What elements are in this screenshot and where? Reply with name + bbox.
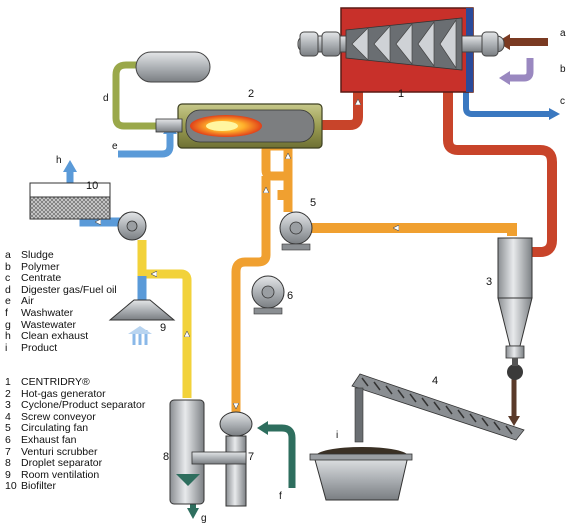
- hot-gas-generator: [155, 103, 323, 149]
- exhaust-duct: [137, 240, 192, 398]
- screw-conveyor: [351, 373, 525, 443]
- stream-g: g: [201, 513, 207, 524]
- label-10: 10: [86, 180, 98, 192]
- exhaust-fan: [251, 275, 285, 315]
- wastewater-arrowhead: [187, 508, 199, 519]
- label-3: 3: [486, 276, 492, 288]
- stream-b: b: [560, 64, 566, 75]
- centridry-unit: [297, 7, 505, 93]
- label-5: 5: [310, 197, 316, 209]
- product-container: [309, 447, 413, 501]
- stream-c: c: [560, 96, 565, 107]
- polymer-arrowhead: [499, 71, 510, 85]
- stream-i: i: [336, 430, 338, 441]
- stream-d: d: [103, 93, 109, 104]
- hot-gas-duct: [322, 92, 363, 130]
- stream-f: f: [279, 491, 282, 502]
- washwater-line: [266, 424, 296, 488]
- circulating-duct: [302, 223, 517, 236]
- centrate-arrowhead: [549, 108, 560, 120]
- stream-e: e: [112, 141, 118, 152]
- polymer-feed-line: [508, 58, 534, 82]
- biofilter: [29, 182, 111, 220]
- label-1: 1: [398, 88, 404, 100]
- label-2: 2: [248, 88, 254, 100]
- washwater-arrowhead: [257, 421, 268, 435]
- fuel-gas-line: [112, 61, 160, 130]
- droplet-separator: [169, 399, 205, 505]
- ventilation-fan: [117, 211, 147, 241]
- venturi-scrubber: [191, 411, 253, 507]
- product-drop-arrowhead: [508, 416, 520, 426]
- label-6: 6: [287, 290, 293, 302]
- dryer-exhaust-duct: [443, 88, 557, 257]
- cyclone-separator: [497, 237, 533, 380]
- bleed-duct: [231, 176, 287, 420]
- fuel-gas-tank: [135, 51, 211, 83]
- stream-h: h: [56, 155, 62, 166]
- stream-a: a: [560, 28, 566, 39]
- label-9: 9: [160, 322, 166, 334]
- room-ventilation-hood: [108, 299, 176, 345]
- centrate-line: [463, 92, 552, 117]
- label-4: 4: [432, 375, 438, 387]
- clean-exhaust-arrowhead: [63, 160, 77, 172]
- label-7: 7: [248, 451, 254, 463]
- circulating-fan: [279, 211, 313, 251]
- label-8: 8: [163, 451, 169, 463]
- air-inlet-line: [118, 132, 174, 158]
